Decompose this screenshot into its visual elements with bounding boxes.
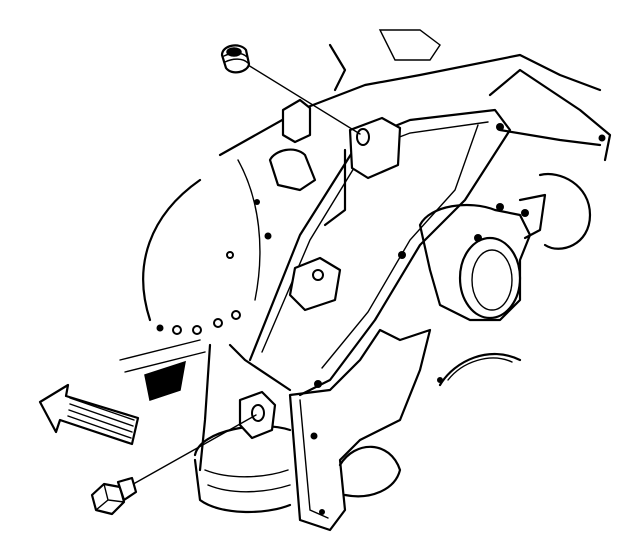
rail-hole-2 — [398, 251, 406, 259]
bearing-bore-inner — [471, 249, 513, 311]
lower-left-wall — [198, 343, 212, 472]
housing-hole-3 — [474, 234, 482, 242]
front-face-plate — [288, 328, 432, 532]
upper-plug-leader — [247, 64, 361, 135]
top-rib — [328, 43, 347, 92]
plate-hole-2 — [319, 509, 325, 515]
arrow-hatching — [67, 397, 135, 439]
drum-band-2 — [207, 484, 291, 493]
right-rear-edge — [488, 68, 612, 162]
flange-hole-2 — [264, 232, 272, 240]
drum-right-arc — [338, 445, 402, 498]
upper-plug-hole — [356, 128, 370, 146]
mid-web — [323, 148, 347, 227]
flange-hole-7 — [172, 325, 182, 335]
flange-hole-8 — [156, 324, 164, 332]
upper-boss — [348, 116, 402, 180]
arrow-left-icon — [38, 383, 140, 446]
flange-hole-1 — [254, 199, 260, 205]
rail-hole-3 — [314, 380, 322, 388]
front-plate-edge — [299, 399, 329, 519]
flange-hole-3 — [226, 251, 234, 259]
left-bracket — [268, 148, 317, 192]
flange-inner-arc — [237, 159, 261, 301]
rail-hole-1 — [496, 123, 504, 131]
hex-bolt-facets — [95, 483, 125, 511]
lower-right-arc-inner — [447, 357, 513, 381]
center-rail — [248, 108, 512, 397]
drum-band-1 — [204, 469, 289, 478]
top-boss — [378, 29, 441, 61]
right-ledge — [498, 128, 602, 147]
lower-plug-hole — [251, 404, 265, 422]
clip-hole — [312, 269, 324, 281]
lower-left-rail — [228, 343, 292, 392]
left-flange-arc — [142, 178, 202, 322]
lower-bolt-leader — [127, 414, 257, 488]
flange-hole-5 — [213, 318, 223, 328]
engine-block — [119, 29, 612, 532]
housing-hole-2 — [521, 209, 529, 217]
upper-plug — [220, 44, 361, 135]
bolt-shank — [116, 476, 138, 502]
plug-socket — [226, 47, 242, 57]
upper-stud — [281, 98, 312, 144]
flange-hole-6 — [192, 325, 202, 335]
flange-hole-4 — [231, 310, 241, 320]
rear-hole — [598, 134, 606, 142]
shaded-panel — [144, 360, 186, 401]
lower-right-arc — [438, 352, 522, 387]
mid-clip-bracket — [288, 256, 342, 312]
plug-thread-2 — [224, 58, 249, 64]
panel-line-2 — [124, 351, 206, 373]
direction-arrow — [38, 383, 140, 446]
housing-hole-1 — [496, 203, 504, 211]
lower-bolt — [90, 414, 257, 516]
drum-side — [193, 458, 292, 513]
rear-bore-arc — [538, 172, 592, 250]
plate-hole-1 — [310, 432, 318, 440]
rear-bore-tab — [518, 193, 547, 240]
center-rail-inner-2 — [321, 124, 479, 369]
panel-line-1 — [119, 339, 201, 361]
bearing-housing — [418, 203, 532, 322]
lower-hole — [437, 377, 443, 383]
block-top-edge — [218, 53, 602, 157]
